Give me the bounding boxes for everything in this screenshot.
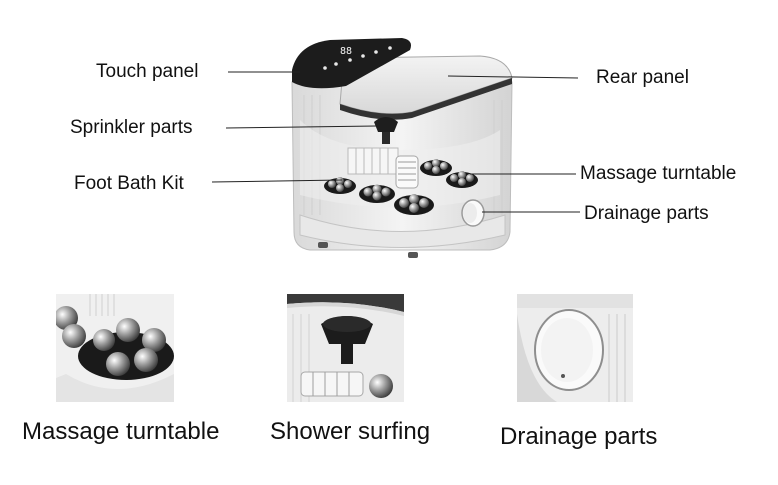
- drainage-knob: [461, 199, 485, 227]
- callout-massage-turntable: Massage turntable: [580, 163, 737, 184]
- touch-panel: 88: [292, 38, 411, 89]
- rear-panel: [339, 55, 513, 120]
- massage-turntables: [324, 159, 478, 215]
- detail-image-massage-turntable: [56, 294, 174, 402]
- detail-image-shower-surfing: [287, 294, 404, 402]
- callout-touch-panel: Touch panel: [96, 61, 199, 82]
- leader-rear-panel: [447, 75, 579, 79]
- sprinkler-parts: [374, 117, 398, 144]
- leader-lines: [211, 71, 580, 213]
- callout-rear-panel: Rear panel: [596, 67, 689, 88]
- callout-sprinkler-parts: Sprinkler parts: [70, 117, 193, 138]
- digital-display: 88: [340, 46, 352, 57]
- shower-closeup-illustration: [287, 294, 404, 402]
- detail-label-shower-surfing: Shower surfing: [270, 418, 431, 445]
- callout-drainage-parts: Drainage parts: [584, 203, 709, 224]
- foot-bath-kit: [347, 147, 419, 189]
- detail-label-drainage-parts: Drainage parts: [500, 423, 658, 450]
- detail-label-massage-turntable: Massage turntable: [22, 418, 220, 445]
- drainage-closeup-illustration: [517, 294, 633, 402]
- leader-sprinkler: [225, 125, 377, 129]
- callout-foot-bath-kit: Foot Bath Kit: [74, 173, 184, 194]
- leader-foot-bath-kit: [211, 179, 343, 183]
- detail-image-drainage-parts: [517, 294, 633, 402]
- turntable-closeup-illustration: [56, 294, 174, 402]
